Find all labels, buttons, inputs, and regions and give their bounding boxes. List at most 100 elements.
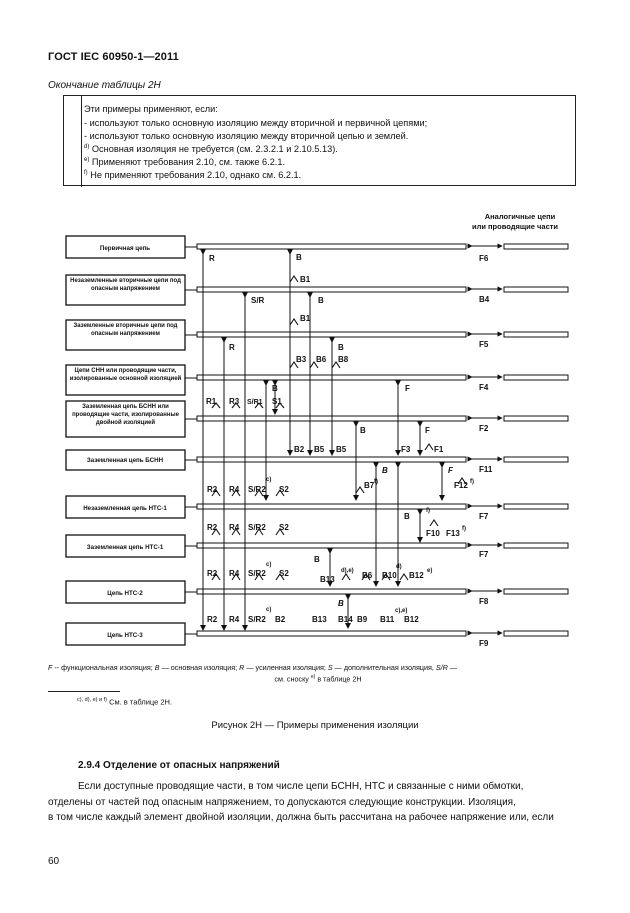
circuit-label: Незаземленная цепь НТС-1 [83, 505, 167, 512]
insulation-label: B [272, 384, 278, 393]
circuit-label: Заземленная цепь БСНН [87, 457, 164, 464]
insulation-label: B [338, 599, 344, 608]
note-marker: d) [84, 144, 90, 150]
note-marker: e) [84, 157, 90, 163]
insulation-label: B5 [336, 445, 347, 454]
isolation-label: F4 [479, 383, 489, 392]
table-left-border [64, 95, 82, 187]
document-header: ГОСТ IEC 60950-1—2011 [48, 51, 179, 63]
insulation-label: B2 [294, 445, 305, 454]
circuit-label: Заземленные вторичные цепи под опасным н… [73, 323, 178, 337]
footnote-marker: f) [374, 479, 378, 485]
insulation-label: B6 [316, 355, 327, 364]
footnote-marker: c) [266, 562, 271, 568]
footnote-divider [48, 691, 120, 692]
insulation-label: R4 [229, 485, 240, 494]
insulation-label: B11 [380, 615, 395, 624]
isolation-label: F6 [479, 254, 489, 263]
insulation-label: B9 [357, 615, 368, 624]
note-line: e) Применяют требования 2.10, см. также … [84, 157, 286, 168]
isolation-label: F7 [479, 550, 489, 559]
insulation-label: F [425, 426, 430, 435]
insulation-label: F1 [434, 445, 444, 454]
insulation-label: F12 [454, 481, 468, 490]
insulation-label: R2 [207, 615, 218, 624]
footnote-marker: e) [427, 568, 432, 574]
insulation-label: B13 [320, 575, 335, 584]
insulation-label: R2 [207, 523, 218, 532]
insulation-label: B [404, 512, 410, 521]
circuit-label: Заземленная цепь БСНН или проводящие час… [72, 404, 179, 426]
footnote-marker: f) [426, 508, 430, 514]
table-continuation-label: Окончание таблицы 2Н [48, 80, 161, 91]
figure-footnote: c), d), e) и f) См. в таблице 2Н. [77, 697, 173, 707]
circuit-bus [196, 542, 467, 549]
insulation-label: R2 [207, 485, 218, 494]
note-line: f) Не применяют требования 2.10, однако … [84, 170, 302, 181]
insulation-label: S/R [251, 296, 265, 305]
circuit-box [65, 274, 186, 306]
circuit-bus [196, 286, 467, 293]
insulation-label: B12 [404, 615, 419, 624]
insulation-label: B10 [382, 571, 397, 580]
footnote-marker: c),e) [395, 608, 407, 614]
insulation-label: S/R2 [248, 615, 266, 624]
isolation-label: F9 [479, 639, 489, 648]
footnote-marker: f) [462, 526, 466, 532]
isolation-label: B4 [479, 295, 490, 304]
figure-legend: F -- функциональная изоляция; B — основн… [48, 663, 458, 672]
insulation-label: R4 [229, 523, 240, 532]
body-text-line: отделены от частей под опасным напряжени… [48, 797, 516, 808]
insulation-label: B7 [364, 481, 375, 490]
note-marker: f) [84, 170, 88, 176]
circuit-bus [196, 331, 467, 338]
isolation-label: F2 [479, 424, 489, 433]
table-notes-box: Эти примеры применяют, если: - использую… [63, 95, 576, 187]
insulation-label: B [360, 426, 366, 435]
insulation-label: S/R1 [247, 399, 263, 406]
body-text-line: Если доступные проводящие части, в том ч… [78, 781, 524, 792]
insulation-label: B12 [409, 571, 424, 580]
circuit-box [65, 319, 186, 351]
right-header-line: или проводящие части [472, 222, 558, 231]
footnote-marker: d),e) [341, 568, 354, 574]
note-line: Эти примеры применяют, если: [84, 104, 218, 114]
circuit-label: Заземленная цепь НТС-1 [87, 544, 164, 551]
insulation-label: B1 [300, 314, 311, 323]
circuit-label: Цепь НТС-3 [107, 632, 143, 639]
section-heading: 2.9.4 Отделение от опасных напряжений [78, 760, 280, 771]
circuit-bus [196, 503, 467, 510]
insulation-diagram: Аналогичные цепи или проводящие части Пе… [65, 212, 569, 648]
circuit-label: Цепь НТС-2 [107, 590, 143, 597]
insulation-label: R2 [207, 569, 218, 578]
circuit-label: Первичная цепь [100, 245, 150, 252]
footnote-marker: c) [266, 607, 271, 613]
insulation-label: F13 [446, 529, 460, 538]
insulation-label: F10 [426, 529, 440, 538]
insulation-label: B14 [338, 615, 353, 624]
isolation-label: F8 [479, 597, 489, 606]
insulation-label: B1 [300, 275, 311, 284]
insulation-label: B [296, 253, 302, 262]
insulation-label: S2 [279, 569, 289, 578]
note-line: d) Основная изоляция не требуется (см. 2… [84, 144, 338, 155]
insulation-label: B2 [275, 615, 286, 624]
footnote-marker: f) [470, 479, 474, 485]
circuit-box [65, 364, 186, 396]
circuit-bus [196, 456, 467, 463]
right-header-line: Аналогичные цепи [485, 212, 556, 221]
insulation-label: F [405, 384, 410, 393]
circuit-label: Цепи СНН или проводящие части, изолирова… [69, 368, 182, 382]
isolation-label: F11 [479, 465, 493, 474]
circuit-bus [196, 630, 467, 637]
insulation-label: S1 [272, 397, 282, 406]
note-line: - используют только основную изоляцию ме… [84, 118, 428, 128]
circuit-bus [196, 588, 467, 595]
insulation-label: B [382, 466, 388, 475]
insulation-label: S/R2 [248, 485, 266, 494]
insulation-label: S2 [279, 523, 289, 532]
note-line: - используют только основную изоляцию ме… [84, 131, 409, 141]
insulation-label: F [448, 466, 454, 475]
insulation-label: S/R2 [248, 569, 266, 578]
insulation-label: B3 [296, 355, 307, 364]
